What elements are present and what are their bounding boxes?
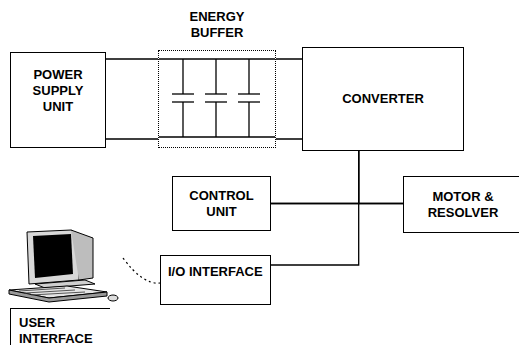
wire [215, 102, 216, 137]
box-label: POWER SUPPLY UNIT [33, 67, 84, 114]
connector-line [276, 59, 302, 139]
user-interface-label-box: USER INTERFACE [10, 308, 110, 345]
wire [172, 93, 194, 94]
box-label: MOTOR & RESOLVER [410, 189, 516, 221]
wire [238, 93, 260, 94]
wire [159, 58, 275, 59]
computer-part [108, 295, 118, 301]
wire [248, 59, 249, 94]
group-heading: ENERGY BUFFER [181, 9, 253, 41]
connector-line [123, 258, 160, 283]
power-supply-box: POWER SUPPLY UNIT [10, 52, 106, 148]
wire [182, 59, 183, 94]
box-label: I/O INTERFACE [168, 264, 263, 279]
motor-box: MOTOR & RESOLVER [403, 176, 519, 233]
computer-illustration [5, 228, 123, 308]
box-label: USER INTERFACE [19, 315, 93, 345]
wire [205, 93, 227, 94]
computer-part [19, 288, 85, 295]
io-interface-box: I/O INTERFACE [160, 255, 271, 305]
computer-part [71, 230, 93, 280]
connector-line [271, 151, 359, 204]
computer-part [9, 290, 107, 302]
computer-part [33, 234, 73, 278]
control-unit-box: CONTROL UNIT [172, 176, 271, 231]
wire [182, 102, 183, 137]
converter-box: CONVERTER [302, 47, 464, 151]
connector-line [106, 59, 158, 139]
connector-line [271, 203, 403, 204]
wire [215, 59, 216, 94]
connector-line [271, 151, 359, 265]
capacitor-bank [159, 51, 275, 147]
energy-buffer-box: ENERGY BUFFER [158, 50, 276, 148]
computer-part [27, 230, 79, 284]
user-interface-node: USER INTERFACE [5, 228, 123, 345]
wire [159, 136, 275, 137]
box-label: CONVERTER [342, 91, 424, 107]
connector-line [359, 151, 403, 204]
box-label: CONTROL UNIT [179, 188, 264, 220]
wire [248, 102, 249, 137]
